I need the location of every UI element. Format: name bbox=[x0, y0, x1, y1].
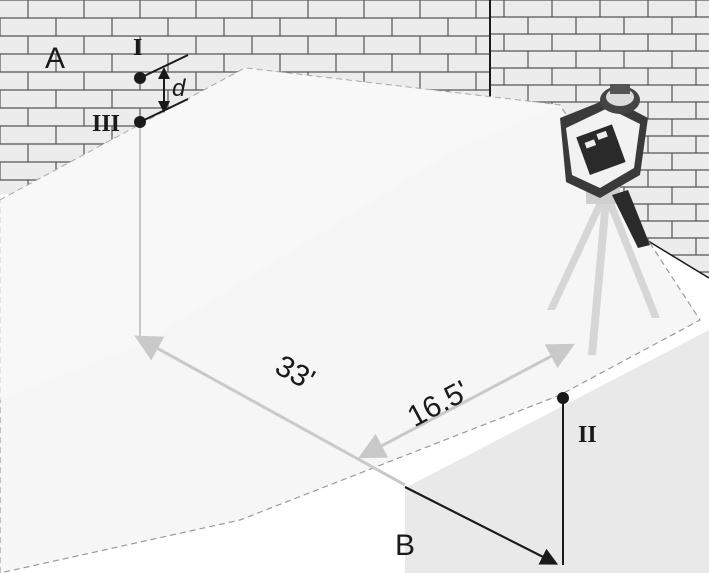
label-point-iii: III bbox=[92, 111, 120, 137]
dimension-arrow-16-5 bbox=[358, 343, 575, 459]
point-ii-dot bbox=[557, 392, 569, 404]
laser-level-icon bbox=[560, 84, 650, 248]
mark-line-i bbox=[139, 54, 189, 79]
label-wall-a: A bbox=[45, 42, 65, 75]
label-wall-b: B bbox=[395, 529, 415, 562]
label-point-ii: II bbox=[578, 422, 597, 448]
dimension-arrow-33 bbox=[134, 335, 406, 487]
label-offset-d: d bbox=[172, 75, 186, 102]
point-iii-dot bbox=[134, 116, 146, 128]
label-point-i: I bbox=[133, 35, 142, 61]
arrow-to-b bbox=[404, 486, 559, 565]
point-i-dot bbox=[134, 72, 146, 84]
